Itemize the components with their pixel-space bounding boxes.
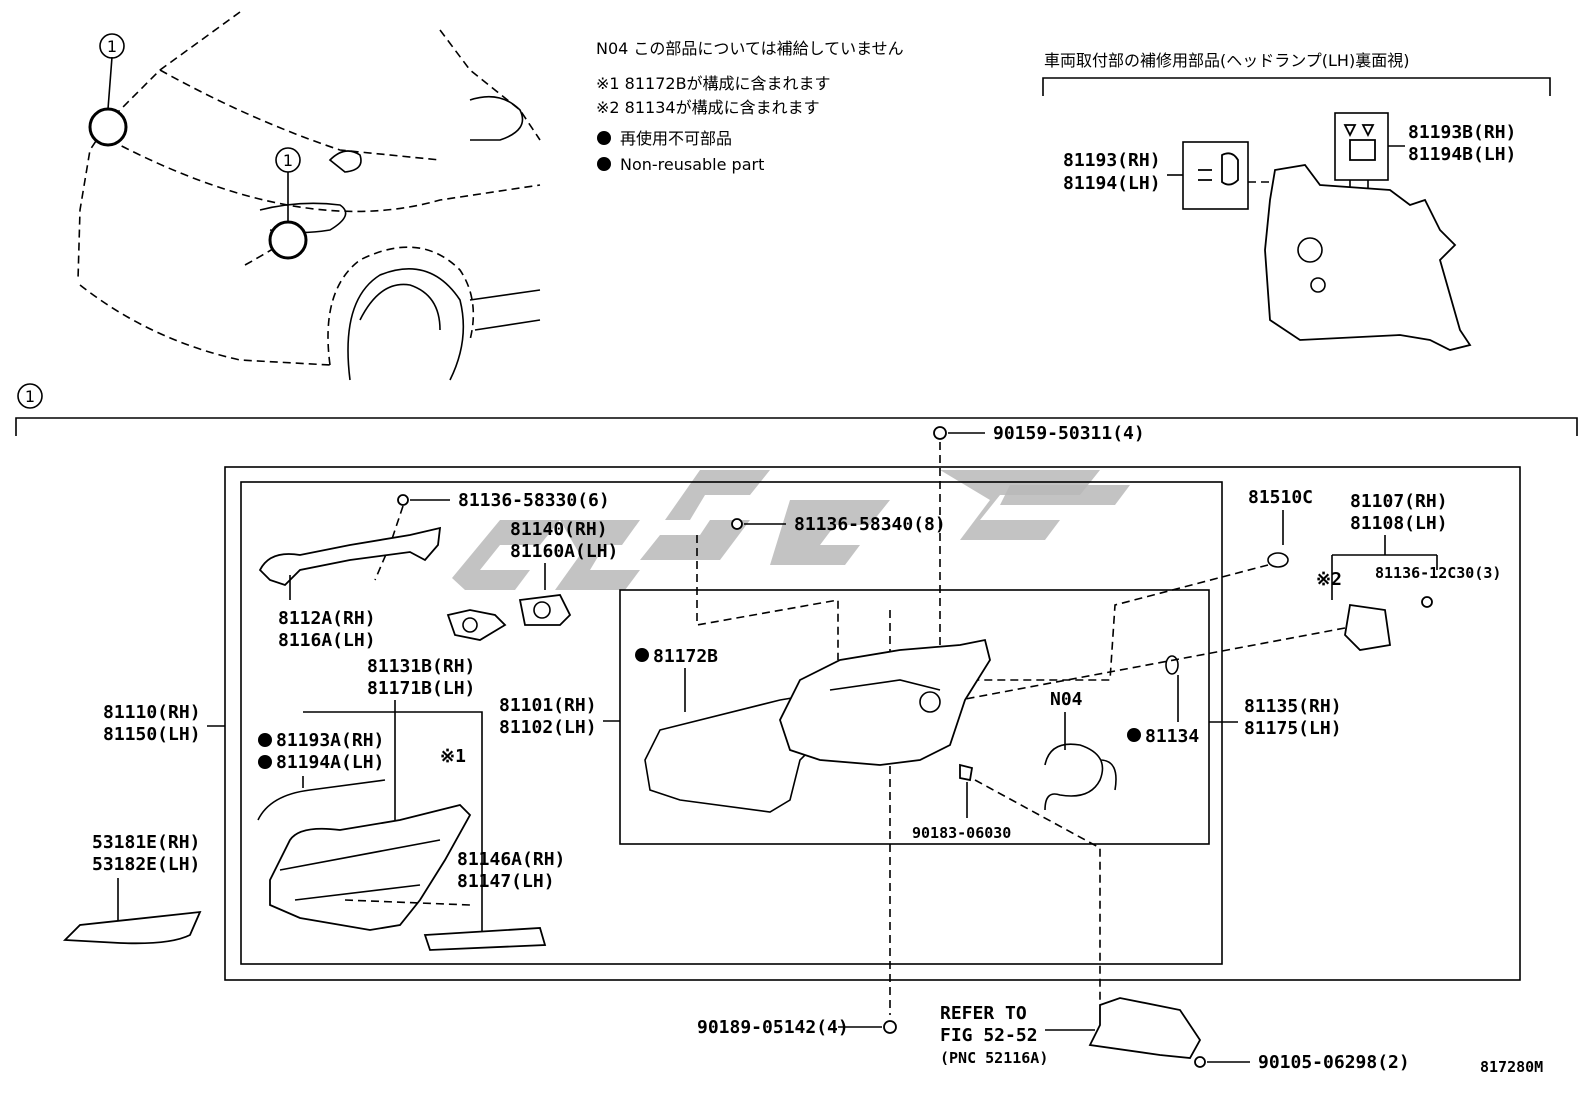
- label-53181E: 53181E(RH): [92, 832, 200, 853]
- label-81193A: 81193A(RH): [276, 730, 384, 751]
- label-81175: 81175(LH): [1244, 718, 1342, 739]
- label-8112A: 8112A(RH): [278, 608, 376, 629]
- ballast-81107: [1344, 603, 1392, 651]
- label-81171B: 81171B(LH): [367, 678, 475, 699]
- bracket-8112A: [258, 526, 442, 587]
- nonreusable-dot-icon: [1127, 728, 1141, 742]
- wire-harness-N04: [1044, 743, 1117, 811]
- refer-to-line1: REFER TO: [940, 1003, 1027, 1024]
- callout-1-label: 1: [283, 151, 293, 170]
- note-x1: ※1 81172Bが構成に含まれます: [596, 74, 831, 93]
- repair-parts-section: 車両取付部の補修用部品(ヘッドランプ(LH)裏面視) 81193(RH) 811…: [1042, 51, 1551, 351]
- bracket-52116A: [1088, 997, 1202, 1059]
- label-81101: 81101(RH): [499, 695, 597, 716]
- note-x2: ※2 81134が構成に含まれます: [596, 98, 820, 117]
- callout-1-label: 1: [107, 37, 117, 56]
- label-81193: 81193(RH): [1063, 150, 1161, 171]
- lens-81131B: [269, 804, 472, 931]
- label-81160A: 81160A(LH): [510, 541, 618, 562]
- label-8116A: 8116A(LH): [278, 630, 376, 651]
- label-81102: 81102(LH): [499, 717, 597, 738]
- x1-marker: ※1: [440, 746, 466, 767]
- label-90159: 90159-50311(4): [993, 423, 1145, 444]
- assembly-box-inner: [240, 481, 1223, 965]
- x2-marker: ※2: [1316, 569, 1342, 590]
- label-53182E: 53182E(LH): [92, 854, 200, 875]
- label-81194B: 81194B(LH): [1408, 144, 1516, 165]
- label-N04: N04: [1050, 689, 1083, 710]
- nonreusable-dot-icon: [597, 131, 611, 145]
- label-81136-12C30: 81136-12C30(3): [1375, 564, 1501, 582]
- label-81510C: 81510C: [1248, 487, 1313, 508]
- label-81136-58340: 81136-58340(8): [794, 514, 946, 535]
- label-81136-58330: 81136-58330(6): [458, 490, 610, 511]
- nonreusable-dot-icon: [597, 157, 611, 171]
- label-81147: 81147(LH): [457, 871, 555, 892]
- note-nonreuse-jp: 再使用不可部品: [620, 129, 732, 148]
- label-81172B: 81172B: [653, 646, 718, 667]
- housing-81101: [779, 638, 991, 766]
- label-81134: 81134: [1145, 726, 1199, 747]
- bracket-81146A: [423, 927, 547, 951]
- label-90105: 90105-06298(2): [1258, 1052, 1410, 1073]
- label-81107: 81107(RH): [1350, 491, 1448, 512]
- label-81110: 81110(RH): [103, 702, 201, 723]
- label-81135: 81135(RH): [1244, 696, 1342, 717]
- label-81108: 81108(LH): [1350, 513, 1448, 534]
- repair-section-title: 車両取付部の補修用部品(ヘッドランプ(LH)裏面視): [1044, 51, 1409, 70]
- note-n04: N04 この部品については補給していません: [596, 39, 904, 58]
- vehicle-front-sketch: 1 1: [77, 11, 541, 381]
- refer-to-line2: FIG 52-52: [940, 1025, 1038, 1046]
- section-callout-label: 1: [25, 387, 35, 406]
- assembly-box-outer: [224, 466, 1521, 981]
- nonreusable-dot-icon: [258, 755, 272, 769]
- label-90189: 90189-05142(4): [697, 1017, 849, 1038]
- label-81150: 81150(LH): [103, 724, 201, 745]
- watermark-logo: [452, 470, 1130, 590]
- label-81194: 81194(LH): [1063, 173, 1161, 194]
- note-nonreuse-en: Non-reusable part: [620, 155, 764, 174]
- projector-module-81140: [518, 594, 572, 626]
- nonreusable-dot-icon: [258, 733, 272, 747]
- nonreusable-dot-icon: [635, 648, 649, 662]
- label-90183: 90183-06030: [912, 824, 1011, 842]
- label-81131B: 81131B(RH): [367, 656, 475, 677]
- legend-notes: N04 この部品については補給していません ※1 81172Bが構成に含まれます…: [596, 39, 904, 174]
- label-81194A: 81194A(LH): [276, 752, 384, 773]
- housing-subassembly-box: [619, 589, 1210, 845]
- figure-number: 817280M: [1480, 1058, 1543, 1076]
- seal-81193A: [257, 779, 386, 821]
- trim-53181E: [62, 910, 202, 945]
- label-81146A: 81146A(RH): [457, 849, 565, 870]
- label-81140: 81140(RH): [510, 519, 608, 540]
- label-81193B: 81193B(RH): [1408, 122, 1516, 143]
- refer-to-line3: (PNC 52116A): [940, 1049, 1048, 1067]
